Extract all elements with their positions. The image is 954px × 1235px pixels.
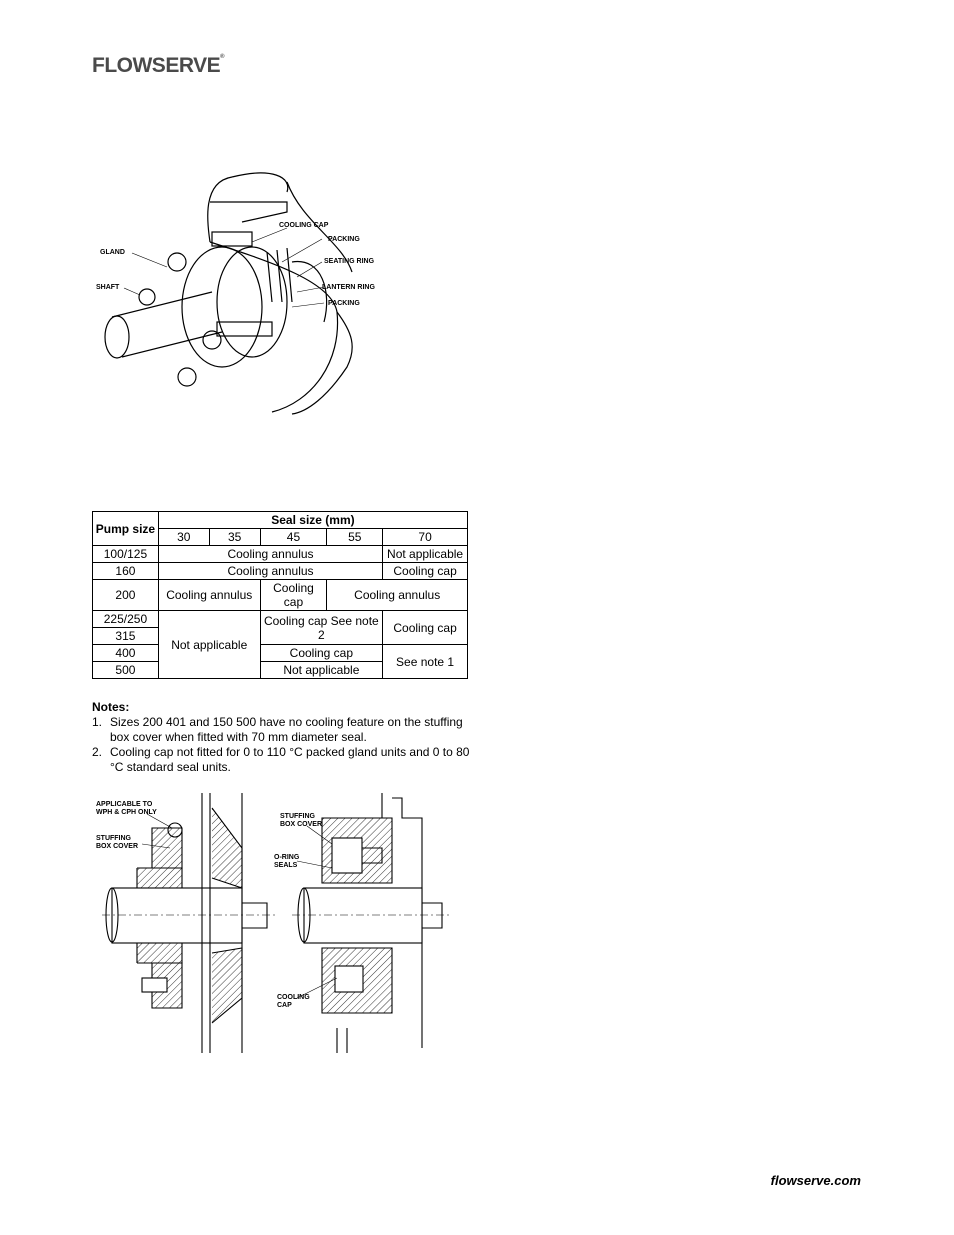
label-cap: CAP (277, 1002, 292, 1009)
seal-size-cell: 35 (208, 528, 261, 546)
label-cooling-cap: COOLING CAP (279, 222, 329, 229)
table-cell: Not applicable (259, 661, 384, 679)
header-pump-size: Pump size (92, 511, 159, 546)
label-packing-2: PACKING (328, 300, 360, 307)
label-wph-cph-only: WPH & CPH ONLY (96, 809, 157, 816)
table-cell: Cooling cap See note 2 (259, 610, 384, 645)
table-cell: Cooling cap (259, 579, 328, 611)
label-box-cover-right: BOX COVER (280, 821, 322, 828)
seal-size-cell: 70 (382, 528, 468, 546)
table-header-row: Pump size Seal size (mm) (92, 511, 469, 546)
label-stuffing-left-1: STUFFING (96, 835, 132, 842)
seal-size-cell: 55 (326, 528, 384, 546)
label-seals: SEALS (274, 862, 298, 869)
pump-size-cell: 225/250 (92, 610, 159, 628)
label-cooling: COOLING (277, 994, 310, 1001)
logo-text: FLOWSERVE (92, 54, 221, 77)
table-cell: Cooling cap (382, 610, 468, 645)
notes-heading: Notes: (92, 700, 130, 714)
label-box-cover-left: BOX COVER (96, 843, 138, 850)
seal-size-cell: 30 (157, 528, 210, 546)
label-gland: GLAND (100, 249, 125, 256)
logo-registered-mark: ® (220, 54, 225, 60)
table-cell: Cooling annulus (157, 562, 384, 580)
label-applicable-to: APPLICABLE TO (96, 801, 153, 808)
table-row: 500 Not applicable (92, 661, 468, 679)
footer-website: flowserve.com (770, 1173, 861, 1188)
table-seal-sizes-row: 30 35 45 55 70 (93, 528, 468, 546)
table-cell: Cooling cap (259, 644, 384, 662)
casing-outline (207, 176, 233, 243)
table-notes: Notes: 1. Sizes 200 401 and 150 500 have… (92, 700, 472, 775)
right-section-view (292, 793, 450, 1053)
seal-size-cell: 45 (259, 528, 328, 546)
note-number: 2. (92, 745, 103, 759)
note-text: Cooling cap not fitted for 0 to 110 °C p… (110, 745, 470, 774)
label-lantern-ring: LANTERN RING (322, 284, 375, 291)
header-seal-size: Seal size (mm) (157, 511, 469, 529)
table-cell: Cooling annulus (157, 579, 261, 611)
table-cell: Cooling cap (382, 562, 468, 580)
table-cell: Not applicable (157, 610, 261, 679)
note-item: 2. Cooling cap not fitted for 0 to 110 °… (92, 745, 472, 775)
table-row: 100/125 Cooling annulus Not applicable (92, 545, 468, 563)
note-item: 1. Sizes 200 401 and 150 500 have no coo… (92, 715, 472, 745)
flowserve-logo: FLOWSERVE® (92, 54, 225, 78)
table-row: 160 Cooling annulus Cooling cap (92, 562, 468, 580)
note-number: 1. (92, 715, 103, 729)
shaft-outline (111, 291, 223, 358)
pump-size-cell: 400 (92, 644, 159, 662)
label-shaft: SHAFT (96, 284, 120, 291)
pump-size-cell: 100/125 (92, 545, 159, 563)
pump-size-cell: 200 (92, 579, 159, 611)
table-row: 200 Cooling annulus Cooling cap Cooling … (92, 579, 468, 611)
pump-size-cell: 160 (92, 562, 159, 580)
stuffing-box-sections-figure: APPLICABLE TO WPH & CPH ONLY STUFFING BO… (96, 793, 450, 1053)
table-cell: Not applicable (382, 545, 468, 563)
label-seating-ring: SEATING RING (324, 258, 375, 265)
note-text: Sizes 200 401 and 150 500 have no coolin… (110, 715, 463, 744)
table-cell: Cooling annulus (326, 579, 468, 611)
table-cell: Cooling annulus (157, 545, 384, 563)
table-row: 225/250 Not applicable Cooling cap See n… (92, 610, 468, 679)
pump-size-cell: 500 (92, 661, 159, 679)
label-o-ring: O-RING (274, 854, 300, 861)
table-cell: See note 1 (382, 644, 468, 679)
packed-gland-figure: COOLING CAP PACKING SEATING RING LANTERN… (96, 172, 375, 415)
pump-size-cell: 315 (92, 627, 159, 645)
table-row: 400 Cooling cap See note 1 (92, 644, 468, 679)
left-section-view (102, 793, 277, 1053)
label-packing-1: PACKING (328, 236, 360, 243)
seal-cooling-table: Pump size Seal size (mm) 30 35 45 55 70 … (92, 511, 469, 679)
label-stuffing-right-1: STUFFING (280, 813, 316, 820)
